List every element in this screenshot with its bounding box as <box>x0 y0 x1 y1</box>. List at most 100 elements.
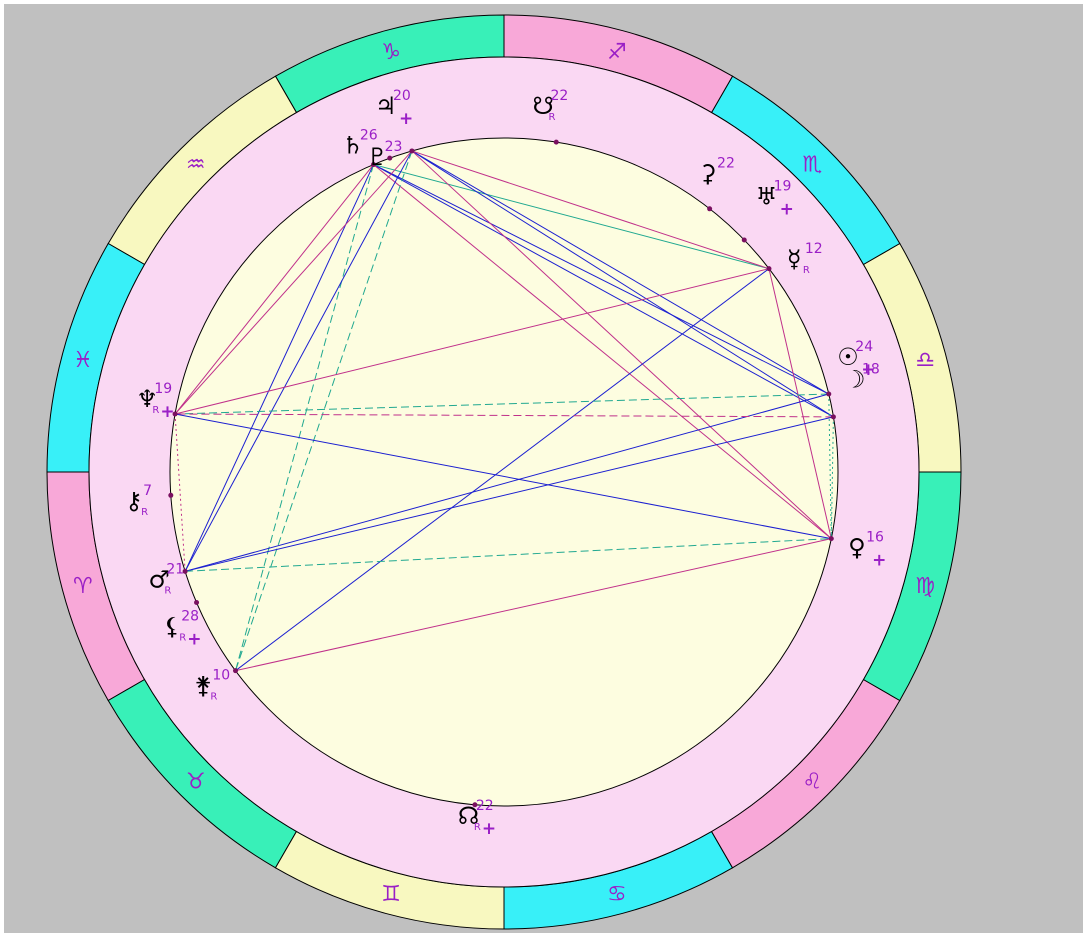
body-mars: ♂21R <box>148 562 188 597</box>
juno-degree: 10 <box>212 668 230 684</box>
zodiac-band: ♈♉♊♋♌♍♎♏♐♑♒♓ <box>46 14 962 930</box>
body-pluto: ♇23 <box>367 139 403 171</box>
neptune-degree: 19 <box>154 381 172 397</box>
ceres-degree: 22 <box>717 156 735 172</box>
sign-glyph-scorpio-icon: ♏ <box>802 153 822 178</box>
jupiter-degree: 20 <box>393 88 411 104</box>
body-mercury: ☿12R <box>766 241 823 276</box>
body-dot <box>826 391 832 397</box>
neptune-icon: ♆ <box>136 385 158 413</box>
sign-glyph-sagittarius-icon: ♐ <box>607 40 627 65</box>
moon-degree: 18 <box>862 362 880 378</box>
sign-glyph-aries-icon: ♈ <box>73 574 93 599</box>
body-dot <box>741 237 747 243</box>
aspect-line-jupiter-venus <box>411 150 832 539</box>
body-sun: ☉24+ <box>826 339 876 397</box>
body-venus: ♀16 + <box>828 529 886 570</box>
aspect-line-moon-mars <box>184 416 834 572</box>
sign-glyph-leo-icon: ♌ <box>802 769 822 794</box>
aspect-line-sun-venus <box>828 394 832 539</box>
body-north-node: ☊22R+ <box>458 798 496 839</box>
sign-glyph-pisces-icon: ♓ <box>73 348 93 373</box>
body-saturn: ♄26 <box>342 128 393 161</box>
neptune-retrograde-marker: R <box>152 405 159 416</box>
south-node-retrograde-marker: R <box>548 112 555 123</box>
body-dot <box>766 266 772 272</box>
aspect-line-sun-mars <box>184 393 829 572</box>
aspect-line-jupiter-neptune <box>174 150 413 415</box>
pluto-degree: 23 <box>385 139 403 155</box>
body-dot <box>370 162 376 168</box>
chiron-icon: ⚷ <box>125 487 143 515</box>
body-south-node: ☋22R <box>532 88 568 145</box>
saturn-icon: ♄ <box>342 132 364 160</box>
sign-glyph-virgo-icon: ♍ <box>915 574 935 599</box>
aspect-line-sun-neptune <box>175 393 829 415</box>
north-node-retrograde-marker: R <box>474 822 481 833</box>
body-juno: ⚵10R <box>194 668 239 703</box>
chiron-degree: 7 <box>143 483 152 499</box>
jupiter-icon: ♃ <box>375 92 397 120</box>
venus-icon: ♀ <box>848 533 866 561</box>
sign-glyph-cancer-icon: ♋ <box>607 882 627 907</box>
neptune-plus-marker: + <box>160 402 174 422</box>
lilith-icon: ⚸ <box>163 612 181 640</box>
aspect-line-jupiter-sun <box>411 150 830 395</box>
body-dot <box>472 802 478 808</box>
south-node-degree: 22 <box>550 88 568 104</box>
north-node-icon: ☊ <box>458 802 479 830</box>
aspect-line-jupiter-juno <box>235 150 413 671</box>
sign-glyph-capricorn-icon: ♑ <box>381 40 401 65</box>
sun-plus-marker: + <box>861 360 875 380</box>
body-dot <box>409 148 415 154</box>
saturn-degree: 26 <box>360 128 378 144</box>
sign-glyph-aquarius-icon: ♒ <box>186 153 206 178</box>
aspect-lines <box>174 150 834 672</box>
aspect-line-pluto-juno <box>235 164 374 671</box>
venus-plus-marker: + <box>872 550 886 570</box>
mercury-icon: ☿ <box>787 245 802 273</box>
aspect-line-moon-neptune <box>175 413 834 418</box>
north-node-plus-marker: + <box>482 819 496 839</box>
house-ring <box>88 56 920 888</box>
body-dot <box>182 568 188 574</box>
body-dot <box>828 536 834 542</box>
uranus-degree: 19 <box>774 178 792 194</box>
aspect-line-pluto-mars <box>184 164 374 572</box>
uranus-icon: ♅ <box>756 182 778 210</box>
body-uranus: ♅19 + <box>741 178 794 243</box>
aspect-line-pluto-venus <box>373 164 832 539</box>
aspect-line-juno-venus <box>235 538 832 672</box>
aspect-line-jupiter-moon <box>411 150 834 418</box>
mercury-degree: 12 <box>805 241 823 257</box>
aspect-line-pluto-mercury <box>373 164 770 270</box>
mars-retrograde-marker: R <box>164 586 171 597</box>
body-dot <box>172 411 178 417</box>
aspect-line-jupiter-mars <box>184 150 413 572</box>
chiron-retrograde-marker: R <box>141 507 148 518</box>
body-neptune: ♆19R+ <box>136 381 178 422</box>
north-node-degree: 22 <box>476 798 494 814</box>
venus-degree: 16 <box>866 529 884 545</box>
uranus-plus-marker: + <box>780 199 794 219</box>
aspect-line-neptune-mars <box>174 413 186 572</box>
aspect-line-moon-venus <box>830 416 834 539</box>
lilith-degree: 28 <box>181 608 199 624</box>
aspect-line-pluto-sun <box>373 164 829 395</box>
lilith-retrograde-marker: R <box>179 632 186 643</box>
body-dot <box>194 600 200 606</box>
moon-icon: ☽ <box>844 366 866 394</box>
sign-glyph-taurus-icon: ♉ <box>186 769 206 794</box>
juno-retrograde-marker: R <box>210 692 217 703</box>
aspect-line-mercury-juno <box>235 268 770 672</box>
body-dot <box>553 139 559 145</box>
body-moon: ☽18 <box>830 362 880 420</box>
body-dot <box>830 414 836 420</box>
sun-degree: 24 <box>855 339 873 355</box>
body-chiron: ⚷7R <box>125 483 174 518</box>
body-dot <box>233 668 239 674</box>
mars-degree: 21 <box>166 562 184 578</box>
body-dot <box>707 206 713 212</box>
